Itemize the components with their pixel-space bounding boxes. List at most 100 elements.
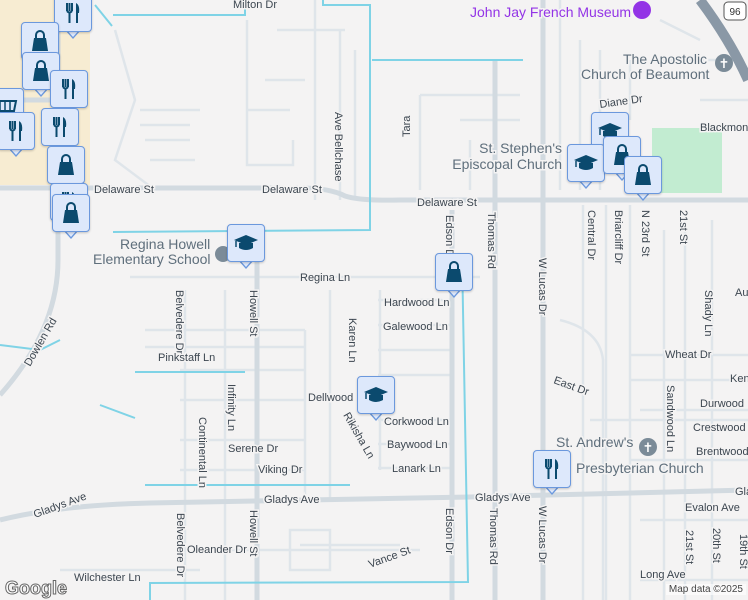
shopping-icon	[446, 261, 462, 282]
street-label: Au	[735, 287, 748, 299]
shopping-marker[interactable]	[435, 253, 473, 299]
standrew-label-1[interactable]: St. Andrew's	[555, 433, 635, 452]
shopping-icon	[33, 60, 49, 81]
marker-pointer	[544, 485, 560, 495]
google-logo[interactable]: Google	[5, 578, 68, 599]
street-label: Delaware St	[417, 197, 477, 209]
school-marker[interactable]	[567, 144, 605, 190]
street-label: Ave Bellchase	[332, 112, 344, 182]
marker-box	[357, 376, 395, 414]
regina-label-1[interactable]: Regina Howell	[119, 235, 212, 254]
apostolic-label-1[interactable]: The Apostolic	[622, 50, 709, 69]
apostolic-label-2[interactable]: Church of Beaumont	[580, 65, 712, 84]
ststephen-label-2[interactable]: Episcopal Church	[451, 155, 564, 174]
restaurant-marker[interactable]	[533, 450, 571, 496]
marker-pointer	[238, 259, 254, 269]
street-label: Dellwood	[308, 392, 353, 404]
shopping-icon	[63, 202, 79, 223]
street-label: Evalon Ave	[685, 502, 740, 514]
canals	[0, 0, 523, 600]
street-label: Briarcliff Dr	[612, 210, 624, 265]
street-label: Belvedere Dr	[174, 513, 186, 578]
park-area	[652, 128, 722, 193]
marker-pointer	[635, 191, 651, 201]
school-icon	[364, 387, 388, 402]
highway-96	[695, 0, 748, 83]
street-label: N 23rd St	[639, 210, 651, 256]
restaurant-icon	[66, 3, 80, 23]
school-marker[interactable]	[227, 224, 265, 270]
street-label: Howell St	[247, 290, 259, 336]
school-icon	[234, 235, 258, 250]
street-label: Infinity Ln	[225, 384, 237, 431]
street-label: Edson Dr	[443, 508, 455, 554]
street-label: Oleander Dr	[187, 544, 247, 556]
standrew-label-2[interactable]: Presbyterian Church	[575, 459, 706, 478]
street-label: Karen Ln	[346, 318, 358, 363]
delaware-st	[0, 185, 748, 203]
shopping-marker[interactable]	[603, 136, 641, 182]
restaurant-icon	[62, 79, 76, 99]
gladys-ave	[0, 487, 748, 523]
marker-box	[47, 146, 85, 184]
street-label: Ken	[730, 373, 748, 385]
street-label: Pinkstaff Ln	[158, 352, 215, 364]
church-icon[interactable]	[715, 54, 733, 72]
marker-pointer	[446, 288, 462, 298]
regina-label-2[interactable]: Elementary School	[92, 250, 213, 269]
street-label: Wheat Dr	[665, 349, 712, 361]
shopping-marker[interactable]	[624, 156, 662, 202]
street-label: Sandwood Ln	[664, 385, 676, 452]
marker-box	[50, 70, 88, 108]
street-label: Vance St	[367, 545, 412, 571]
street-label: Blackmon	[700, 122, 748, 134]
street-label: Howell St	[247, 510, 259, 556]
map-attribution[interactable]: Map data ©2025	[665, 584, 746, 595]
street-label: 20th St	[710, 528, 722, 563]
street-label: Wilchester Ln	[74, 572, 141, 584]
restaurant-icon	[9, 121, 23, 141]
dowlen-rd	[0, 0, 61, 397]
street-label: Tara	[401, 115, 413, 137]
marker-box	[603, 136, 641, 174]
restaurant-marker[interactable]	[0, 112, 35, 158]
marker-box	[624, 156, 662, 194]
street-label: Shady Ln	[702, 290, 714, 336]
restaurant-marker[interactable]	[50, 70, 88, 116]
restaurant-marker[interactable]	[54, 0, 92, 40]
street-label: 19th St	[737, 534, 748, 569]
marker-box	[227, 224, 265, 262]
highway-shield-icon	[723, 1, 747, 21]
street-label: Long Ave	[640, 569, 686, 581]
street-label: Baywood Ln	[387, 439, 448, 451]
street-label: Viking Dr	[258, 464, 303, 476]
marker-pointer	[65, 29, 81, 39]
grocery-icon	[0, 100, 18, 112]
church-icon[interactable]	[639, 438, 657, 456]
street-label: 21st St	[683, 530, 695, 564]
museum-icon[interactable]	[633, 1, 651, 19]
marker-pointer	[614, 171, 630, 181]
marker-pointer	[63, 229, 79, 239]
shopping-icon	[58, 154, 74, 175]
marker-box	[533, 450, 571, 488]
marker-box	[0, 112, 35, 150]
school-icon	[574, 155, 598, 170]
ststephen-label-1[interactable]: St. Stephen's	[478, 139, 564, 158]
street-label: Regina Ln	[300, 272, 350, 284]
marker-box	[435, 253, 473, 291]
museum-label[interactable]: John Jay French Museum	[469, 3, 633, 22]
minor-roads	[60, 0, 748, 600]
street-label: W Lucas Dr	[536, 506, 548, 564]
school-marker[interactable]	[357, 376, 395, 422]
street-label: Central Dr	[585, 210, 597, 260]
street-label: W Lucas Dr	[536, 258, 548, 316]
street-label: Brentwood	[696, 446, 748, 458]
shopping-marker[interactable]	[52, 194, 90, 240]
street-label: Serene Dr	[228, 443, 278, 455]
marker-pointer	[33, 87, 49, 97]
street-label: Thomas Rd	[485, 212, 497, 269]
street-label: Galewood Ln	[383, 321, 448, 333]
